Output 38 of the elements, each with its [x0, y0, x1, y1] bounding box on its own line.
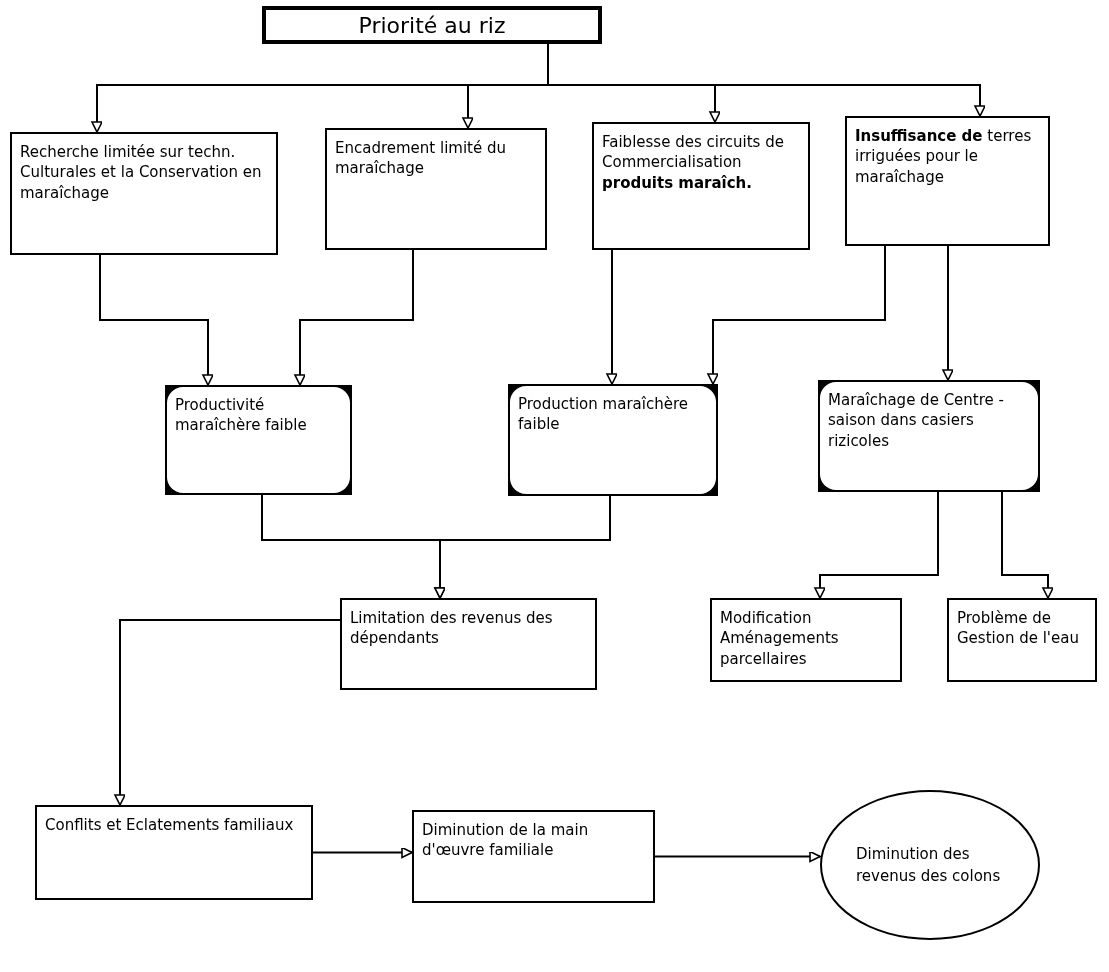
node-text: Insuffisance de terres irriguées pour le maraîchage — [855, 126, 1033, 187]
arrow — [434, 495, 611, 599]
node-text: Maraîchage de Centre - saison dans casiers rizicoles — [828, 390, 1005, 451]
arrow — [814, 491, 939, 599]
process-box — [10, 132, 278, 255]
node-text: Conflits et Eclatements familiaux — [45, 815, 295, 836]
process-box — [710, 598, 902, 682]
node-text: Diminution des revenus des colons — [856, 843, 1002, 887]
node-text: Limitation des revenus des dépendants — [350, 608, 554, 649]
process-box — [845, 116, 1050, 246]
node-text: Priorité au riz — [358, 12, 506, 38]
process-box — [947, 598, 1097, 682]
rounded-box — [508, 384, 718, 496]
arrow — [99, 254, 214, 386]
node-text: Encadrement limité du maraîchage — [335, 138, 508, 179]
process-box — [325, 128, 547, 250]
process-box — [340, 598, 597, 690]
title-box — [262, 6, 602, 44]
arrow — [707, 245, 886, 385]
arrow — [942, 245, 954, 381]
rounded-box — [165, 385, 352, 495]
arrow — [312, 846, 413, 859]
rounded-box — [818, 380, 1040, 492]
node-text: Faiblesse des circuits de Commercialisation produits maraîch. — [602, 132, 785, 193]
node-text: Problème de Gestion de l'eau — [957, 608, 1080, 649]
node-text: Productivité maraîchère faible — [175, 395, 308, 436]
arrow — [294, 249, 414, 386]
arrow — [114, 619, 341, 806]
arrow — [654, 850, 821, 863]
node-text: Modification Aménagements parcellaires — [720, 608, 840, 669]
process-box — [592, 122, 810, 250]
process-box — [412, 810, 655, 903]
node-text: Recherche limitée sur techn. Culturales et la Conservation en maraîchage — [20, 142, 263, 203]
node-text: Production maraîchère faible — [518, 394, 689, 435]
arrow — [1001, 491, 1054, 599]
arrow — [606, 249, 618, 385]
process-box — [35, 805, 313, 900]
node-text: Diminution de la main d'œuvre familiale — [422, 820, 590, 861]
